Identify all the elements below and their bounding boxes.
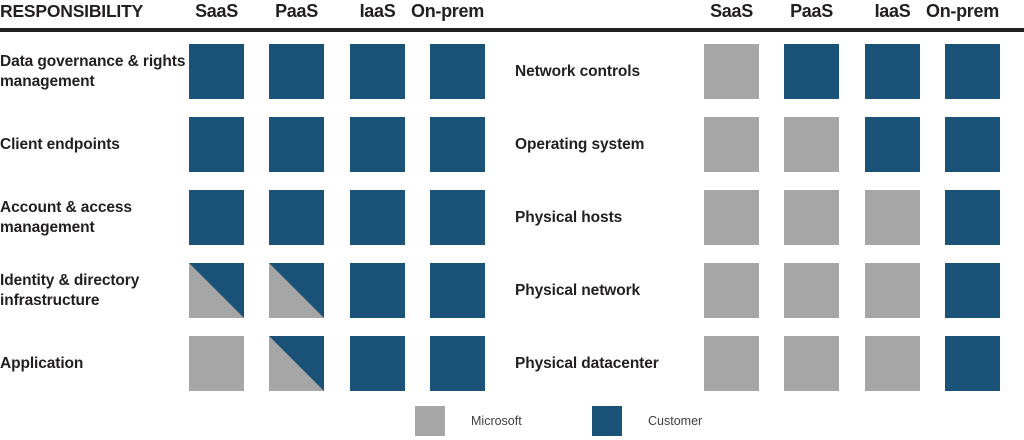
column-header-left-saas: SaaS: [195, 1, 238, 21]
cell-operating-system-saas: [704, 117, 759, 172]
column-header-right-paas: PaaS: [790, 1, 833, 21]
cell-physical-network-iaas: [865, 263, 920, 318]
row-label-physical-hosts: Physical hosts: [515, 208, 623, 226]
cell-operating-system-on-prem: [945, 117, 1000, 172]
cell-physical-hosts-iaas: [865, 190, 920, 245]
cell-network-controls-saas: [704, 44, 759, 99]
cell-application-saas: [189, 336, 244, 391]
legend: Microsoft Customer: [0, 405, 1024, 440]
legend-label-microsoft: Microsoft: [471, 414, 522, 428]
cell-operating-system-paas: [784, 117, 839, 172]
header-divider-rule: [0, 28, 1024, 32]
cell-physical-network-paas: [784, 263, 839, 318]
cell-physical-datacenter-saas: [704, 336, 759, 391]
row-label-data-governance-and-rights-management: Data governance & rights management: [0, 52, 186, 90]
row-label-client-endpoints: Client endpoints: [0, 135, 120, 153]
cell-network-controls-paas: [784, 44, 839, 99]
legend-item-microsoft: Microsoft: [415, 405, 522, 437]
cell-account-and-access-management-on-prem: [430, 190, 485, 245]
cell-account-and-access-management-iaas: [350, 190, 405, 245]
legend-label-customer: Customer: [648, 414, 703, 428]
cell-physical-network-saas: [704, 263, 759, 318]
cell-client-endpoints-iaas: [350, 117, 405, 172]
legend-swatch-microsoft: [415, 406, 445, 436]
row-label-network-controls: Network controls: [515, 62, 641, 80]
column-header-right-saas: SaaS: [710, 1, 753, 21]
cell-physical-datacenter-paas: [784, 336, 839, 391]
cell-physical-datacenter-on-prem: [945, 336, 1000, 391]
cell-account-and-access-management-paas: [269, 190, 324, 245]
matrix-row: Application: [0, 328, 508, 400]
column-header-left-iaas: IaaS: [359, 1, 396, 21]
matrix-row: Physical network: [515, 255, 1024, 327]
cell-identity-and-directory-infrastructure-paas: [269, 263, 324, 318]
table-header: RESPONSIBILITY SaaS PaaS IaaS On-prem Sa…: [0, 0, 1024, 32]
legend-swatch-customer: [592, 406, 622, 436]
cell-application-on-prem: [430, 336, 485, 391]
matrix-row: Physical datacenter: [515, 328, 1024, 400]
cell-physical-hosts-paas: [784, 190, 839, 245]
cell-data-governance-and-rights-management-iaas: [350, 44, 405, 99]
matrix-row: Operating system: [515, 109, 1024, 181]
cell-data-governance-and-rights-management-on-prem: [430, 44, 485, 99]
cell-network-controls-on-prem: [945, 44, 1000, 99]
cell-client-endpoints-saas: [189, 117, 244, 172]
row-label-physical-datacenter: Physical datacenter: [515, 354, 659, 372]
cell-data-governance-and-rights-management-paas: [269, 44, 324, 99]
responsibility-header-label: RESPONSIBILITY: [0, 1, 144, 21]
cell-identity-and-directory-infrastructure-iaas: [350, 263, 405, 318]
cell-application-paas: [269, 336, 324, 391]
row-label-application: Application: [0, 354, 84, 372]
row-label-account-and-access-management: Account & access management: [0, 198, 132, 236]
row-label-operating-system: Operating system: [515, 135, 645, 153]
matrix-row: Account & access management: [0, 182, 508, 254]
matrix-row: Data governance & rights management: [0, 36, 508, 108]
row-label-physical-network: Physical network: [515, 281, 641, 299]
cell-network-controls-iaas: [865, 44, 920, 99]
matrix-row: Identity & directory infrastructure: [0, 255, 508, 327]
cell-operating-system-iaas: [865, 117, 920, 172]
cell-physical-network-on-prem: [945, 263, 1000, 318]
cell-application-iaas: [350, 336, 405, 391]
cell-physical-hosts-saas: [704, 190, 759, 245]
cell-physical-hosts-on-prem: [945, 190, 1000, 245]
cell-account-and-access-management-saas: [189, 190, 244, 245]
row-label-identity-and-directory-infrastructure: Identity & directory infrastructure: [0, 271, 140, 309]
column-header-left-paas: PaaS: [275, 1, 318, 21]
column-header-left-onprem: On-prem: [411, 1, 484, 21]
matrix-row: Network controls: [515, 36, 1024, 108]
cell-identity-and-directory-infrastructure-saas: [189, 263, 244, 318]
cell-physical-datacenter-iaas: [865, 336, 920, 391]
matrix-row: Client endpoints: [0, 109, 508, 181]
cell-data-governance-and-rights-management-saas: [189, 44, 244, 99]
cell-client-endpoints-paas: [269, 117, 324, 172]
column-header-right-iaas: IaaS: [874, 1, 911, 21]
legend-item-customer: Customer: [592, 405, 702, 437]
cell-identity-and-directory-infrastructure-on-prem: [430, 263, 485, 318]
column-header-right-onprem: On-prem: [926, 1, 999, 21]
cell-client-endpoints-on-prem: [430, 117, 485, 172]
matrix-row: Physical hosts: [515, 182, 1024, 254]
